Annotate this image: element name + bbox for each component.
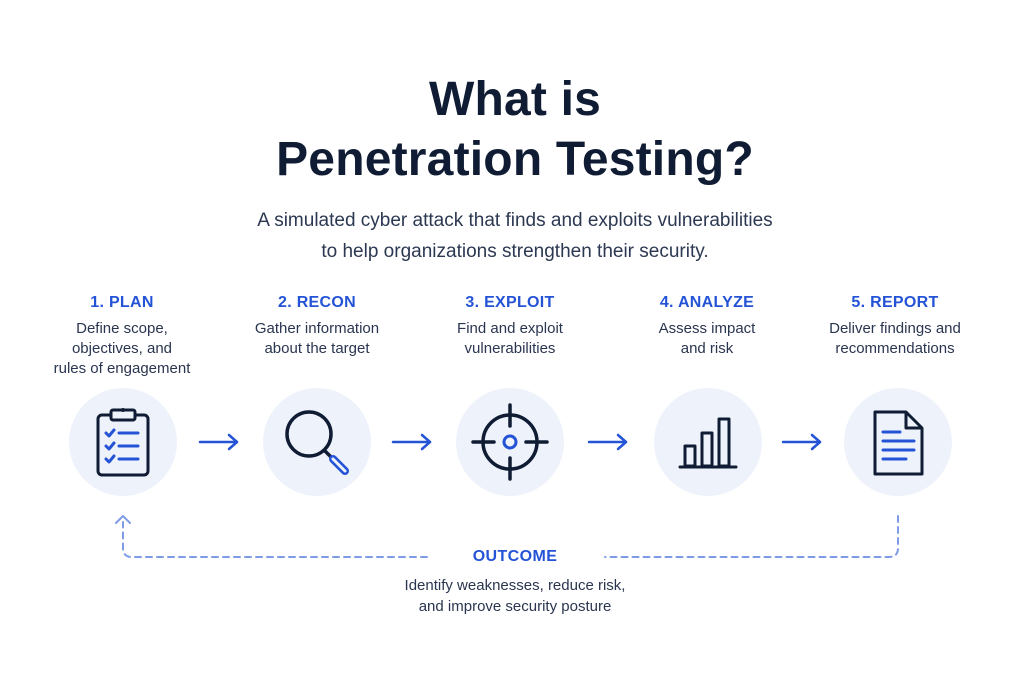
step-desc-line: recommendations: [835, 340, 955, 357]
outcome-desc-line: and improve security posture: [418, 598, 612, 615]
step-desc-line: Assess impact: [658, 320, 756, 337]
outcome-description: Identify weaknesses, reduce risk, and im…: [310, 575, 720, 617]
page-title: What is Penetration Testing?: [0, 70, 1030, 190]
step-desc-line: objectives, and: [71, 340, 173, 357]
step-description: Assess impact and risk: [612, 319, 802, 359]
step-analyze: 4. ANALYZE Assess impact and risk: [612, 292, 802, 359]
exploit-icon-circle: [456, 388, 564, 496]
outcome-desc-line: Identify weaknesses, reduce risk,: [404, 577, 626, 594]
report-icon-circle: [844, 388, 952, 496]
subtitle-line-2: to help organizations strengthen their s…: [321, 241, 709, 262]
step-description: Deliver findings and recommendations: [800, 319, 990, 359]
step-title: 4. ANALYZE: [659, 294, 755, 311]
step-title: 5. REPORT: [851, 294, 939, 311]
clipboard-checklist-icon: [96, 408, 150, 477]
subtitle-line-1: A simulated cyber attack that finds and …: [257, 210, 773, 231]
step-desc-line: Deliver findings and: [829, 320, 961, 337]
arrow-right-icon: [391, 433, 432, 451]
step-description: Define scope, objectives, and rules of e…: [27, 319, 217, 379]
step-desc-line: about the target: [264, 340, 370, 357]
step-desc-line: Gather information: [254, 320, 380, 337]
recon-icon-circle: [263, 388, 371, 496]
step-desc-line: vulnerabilities: [464, 340, 556, 357]
step-desc-line: Define scope,: [76, 320, 168, 337]
document-icon: [873, 410, 924, 476]
analyze-icon-circle: [654, 388, 762, 496]
arrow-right-icon: [781, 433, 822, 451]
step-description: Gather information about the target: [222, 319, 412, 359]
step-desc-line: rules of engagement: [53, 360, 191, 377]
step-recon: 2. RECON Gather information about the ta…: [222, 292, 412, 359]
step-exploit: 3. EXPLOIT Find and exploit vulnerabilit…: [415, 292, 605, 359]
step-desc-line: and risk: [680, 340, 734, 357]
step-report: 5. REPORT Deliver findings and recommend…: [800, 292, 990, 359]
bar-chart-icon: [678, 417, 738, 469]
arrow-right-icon: [198, 433, 239, 451]
step-title: 3. EXPLOIT: [465, 294, 555, 311]
magnifier-icon: [285, 410, 349, 475]
step-title: 1. PLAN: [90, 294, 154, 311]
arrow-right-icon: [587, 433, 628, 451]
outcome-title: OUTCOME: [472, 548, 558, 565]
plan-icon-circle: [69, 388, 177, 496]
title-line-2: Penetration Testing?: [276, 133, 754, 186]
step-desc-line: Find and exploit: [457, 320, 563, 337]
step-description: Find and exploit vulnerabilities: [415, 319, 605, 359]
title-line-1: What is: [428, 73, 602, 126]
crosshair-icon: [471, 403, 549, 481]
page-subtitle: A simulated cyber attack that finds and …: [0, 205, 1030, 267]
step-plan: 1. PLAN Define scope, objectives, and ru…: [27, 292, 217, 379]
step-title: 2. RECON: [278, 294, 356, 311]
arrow-up-icon: [115, 515, 131, 524]
